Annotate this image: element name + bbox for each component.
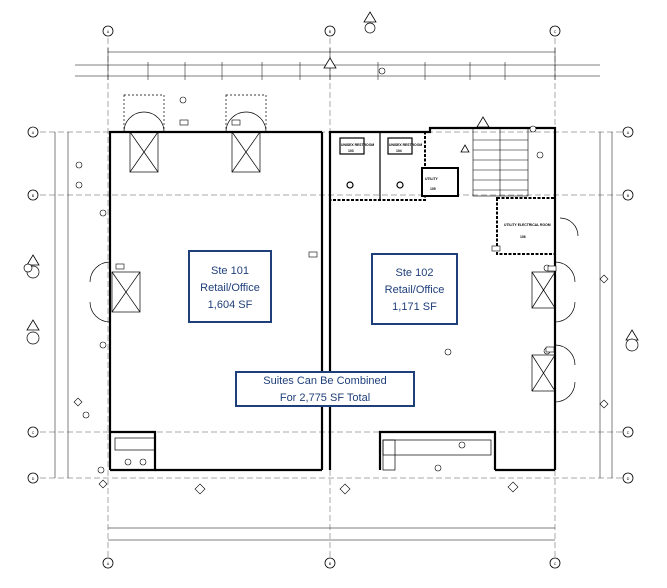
detail-markers	[26, 11, 639, 341]
svg-text:B: B	[329, 30, 332, 34]
grid-letters: A B C A B C A B C D A B C D	[32, 30, 630, 566]
svg-text:A: A	[107, 562, 110, 566]
room-105-label: UTILITY	[425, 177, 439, 181]
combined-line-1: Suites Can Be Combined	[263, 375, 387, 387]
storefront-doors	[123, 94, 267, 173]
grid-bubbles	[27, 25, 634, 569]
diamond-markers	[73, 274, 609, 495]
svg-text:C: C	[554, 30, 557, 34]
svg-text:A: A	[107, 30, 110, 34]
svg-text:B: B	[329, 562, 332, 566]
room-labels: UNISEX RESTROOM 103 UNISEX RESTROOM 104 …	[341, 143, 551, 239]
combined-line-2: For 2,775 SF Total	[279, 392, 371, 404]
suite-101-callout: Ste 101 Retail/Office 1,604 SF	[188, 250, 272, 323]
stairs	[472, 127, 529, 197]
suite-101-area: 1,604 SF	[207, 299, 253, 311]
counter	[114, 437, 492, 471]
exterior-walls	[108, 126, 557, 472]
suite-101-use: Retail/Office	[200, 282, 260, 294]
dimension-lines	[54, 48, 613, 541]
combined-suites-callout: Suites Can Be Combined For 2,775 SF Tota…	[235, 371, 415, 407]
room-103-number: 103	[348, 149, 354, 153]
svg-text:D: D	[627, 477, 630, 481]
restroom-block	[329, 131, 459, 201]
svg-text:C: C	[32, 431, 35, 435]
annotation-symbols	[75, 67, 557, 474]
svg-text:B: B	[627, 194, 630, 198]
section-bubbles	[23, 22, 639, 352]
suite-102-area: 1,171 SF	[392, 301, 437, 313]
room-106-number: 106	[520, 235, 526, 239]
svg-text:A: A	[32, 131, 35, 135]
room-104-label: UNISEX RESTROOM	[389, 143, 422, 147]
room-105-number: 105	[430, 187, 436, 191]
grid-lines	[40, 38, 625, 560]
svg-text:A: A	[627, 131, 630, 135]
suite-102-use: Retail/Office	[384, 284, 445, 296]
suite-102-name: Ste 102	[395, 267, 434, 279]
side-doors	[89, 217, 579, 403]
svg-text:C: C	[627, 431, 630, 435]
suite-101-name: Ste 101	[211, 265, 249, 277]
suite-102-callout: Ste 102 Retail/Office 1,171 SF	[371, 253, 458, 325]
room-103-label: UNISEX RESTROOM	[341, 143, 374, 147]
svg-text:D: D	[32, 477, 35, 481]
room-104-number: 104	[396, 149, 402, 153]
svg-text:B: B	[32, 194, 35, 198]
svg-text:C: C	[554, 562, 557, 566]
room-106-label: UTILITY ELECTRICAL ROOM	[504, 223, 551, 227]
electrical-room	[496, 197, 556, 255]
